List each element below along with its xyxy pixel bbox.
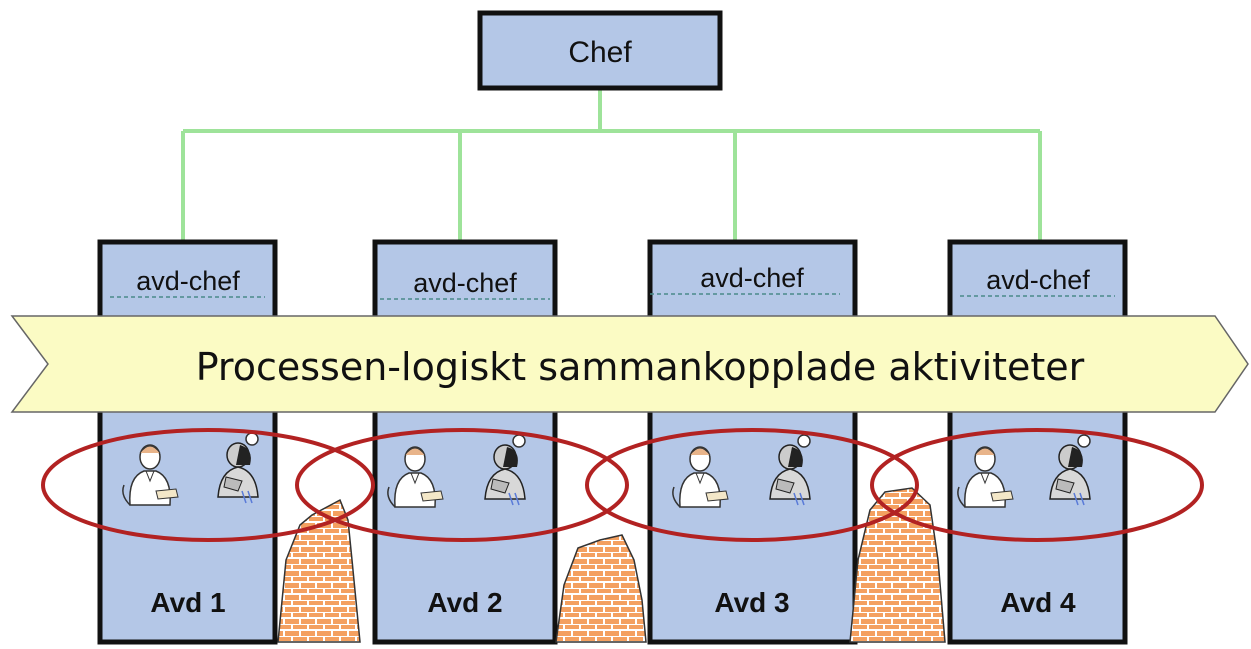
activity-ellipse [295, 428, 629, 542]
dept-head-label: avd-chef [413, 268, 517, 298]
dept-name-label: Avd 2 [427, 587, 502, 618]
dashed-underline [110, 293, 1115, 300]
brick-wall-icon [849, 487, 946, 643]
process-banner: Processen-logiskt sammankopplade aktivit… [10, 315, 1249, 413]
process-banner-text: Processen-logiskt sammankopplade aktivit… [196, 345, 1085, 389]
activity-ellipse [870, 428, 1204, 542]
department-column [372, 239, 558, 645]
brick-wall-icon [555, 534, 647, 643]
activity-ellipse [585, 428, 919, 542]
connector-lines [181, 88, 1042, 242]
dept-name-label: Avd 1 [150, 587, 225, 618]
department-column [647, 239, 858, 645]
dept-head-label: avd-chef [986, 265, 1090, 295]
chef-label: Chef [568, 36, 632, 69]
brick-wall-icon [277, 498, 361, 643]
dept-head-label: avd-chef [136, 266, 240, 296]
department-column [947, 239, 1128, 645]
dept-name-label: Avd 3 [714, 587, 789, 618]
dept-head-label: avd-chef [700, 263, 804, 293]
chef-box: Chef [477, 10, 723, 91]
activity-ellipse [41, 428, 375, 542]
dept-name-label: Avd 4 [1000, 587, 1076, 618]
